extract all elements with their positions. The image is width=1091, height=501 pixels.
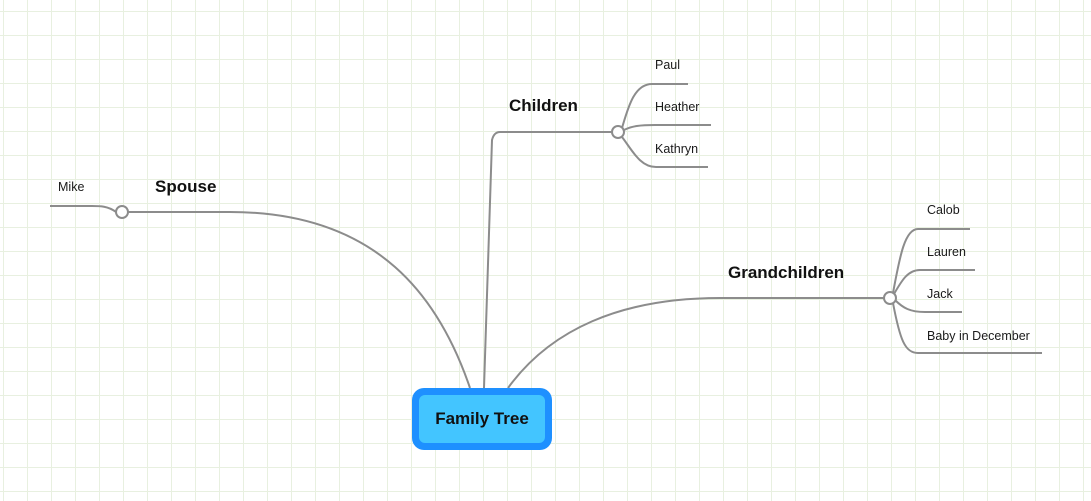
subtopic-heather[interactable]: Heather (655, 100, 700, 114)
link-root-spouse (128, 211, 471, 389)
topic-children[interactable]: Children (509, 96, 578, 115)
link-gc-lauren (893, 269, 975, 295)
link-root-children (483, 131, 612, 389)
central-topic-family-tree[interactable]: Family Tree (412, 388, 552, 450)
collapse-toggle-spouse (115, 205, 129, 219)
subtopic-jack[interactable]: Jack (927, 287, 953, 301)
collapse-toggle-children (611, 125, 625, 139)
subtopic-mike[interactable]: Mike (58, 180, 85, 194)
link-children-kathryn (621, 136, 708, 168)
link-spouse-mike (50, 205, 117, 213)
topic-grandchildren[interactable]: Grandchildren (728, 263, 845, 282)
link-gc-jack (894, 299, 962, 313)
subtopic-calob[interactable]: Calob (927, 203, 960, 217)
link-root-grandchildren (507, 297, 885, 389)
central-topic-label: Family Tree (419, 395, 545, 443)
link-children-heather (623, 124, 711, 131)
topic-spouse[interactable]: Spouse (155, 177, 217, 196)
subtopic-paul[interactable]: Paul (655, 58, 681, 72)
subtopic-kathryn[interactable]: Kathryn (655, 142, 699, 156)
collapse-toggle-grandchildren (883, 291, 897, 305)
link-gc-calob (892, 228, 970, 294)
subtopic-lauren[interactable]: Lauren (927, 245, 966, 259)
link-gc-baby (892, 302, 1042, 354)
link-children-paul (621, 83, 688, 129)
subtopic-baby-in-december[interactable]: Baby in December (927, 329, 1030, 343)
